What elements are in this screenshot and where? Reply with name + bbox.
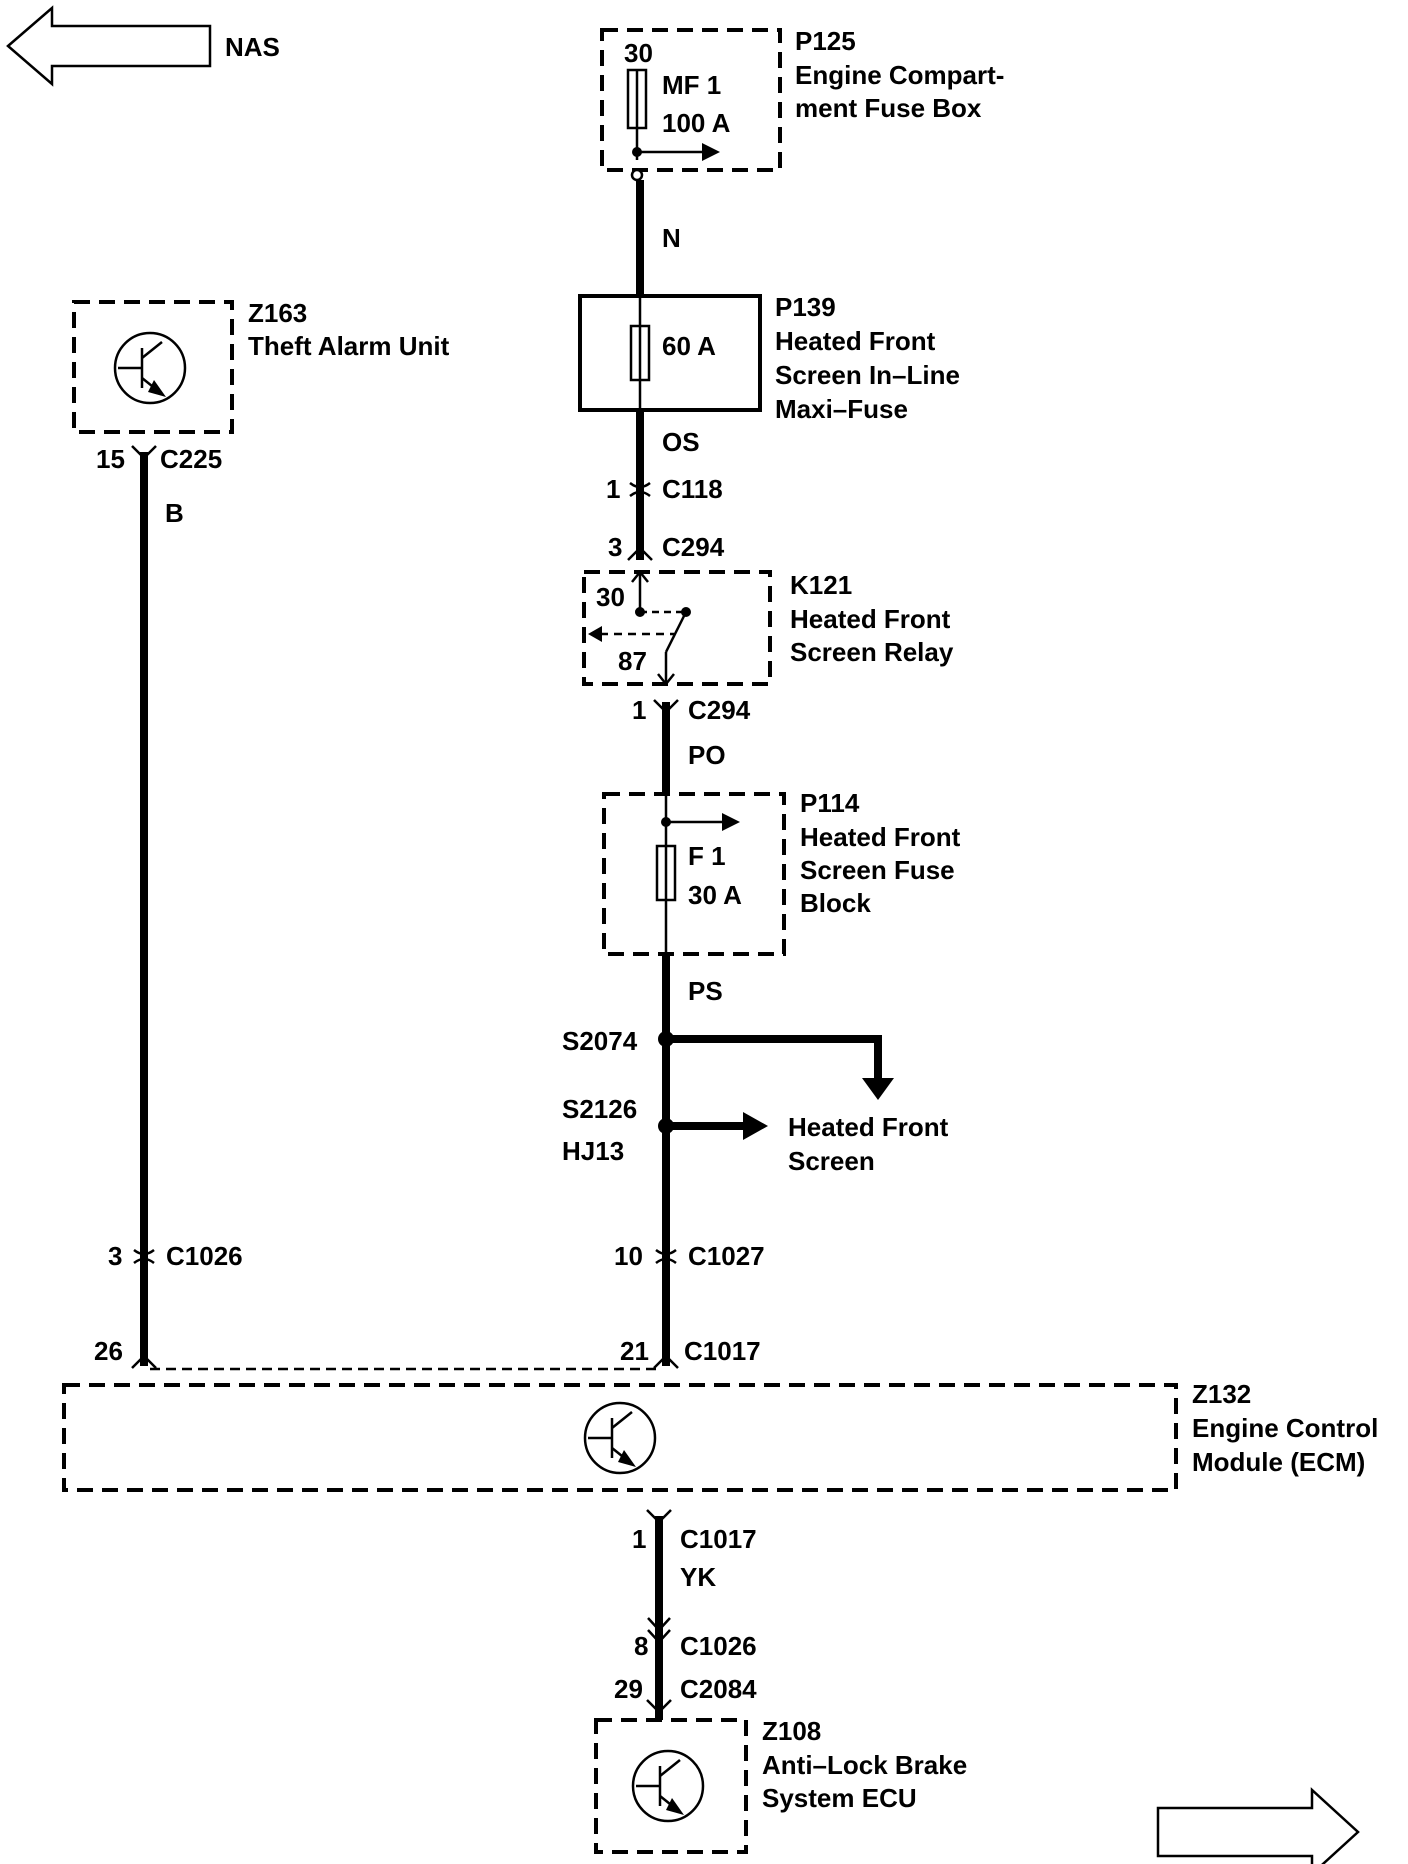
wire-color-ps: PS	[688, 976, 723, 1006]
p139-desc-line2: Screen In–Line	[775, 360, 960, 390]
p125-terminal	[630, 168, 644, 182]
p114-fuse-symbol	[655, 844, 677, 902]
z163-id: Z163	[248, 298, 307, 328]
c1026b-pin: 8	[634, 1631, 648, 1661]
c118-connector-mark	[629, 481, 651, 498]
c1026a-connector-mark	[133, 1248, 155, 1265]
c1026a-name: C1026	[166, 1241, 243, 1271]
c118-name: C118	[662, 474, 723, 504]
wire-color-yk: YK	[680, 1562, 716, 1592]
c294a-name: C294	[662, 532, 725, 562]
c1017a-connector-mark	[653, 1354, 679, 1369]
nav-label-nas: NAS	[225, 32, 280, 62]
k121-pin-a: 30	[596, 582, 625, 612]
p125-desc-line1: Engine Compart-	[795, 60, 1004, 90]
p114-fuse-name: F 1	[688, 841, 726, 871]
c294b-pin: 1	[632, 695, 646, 725]
z108-desc-line1: Anti–Lock Brake	[762, 1750, 967, 1780]
k121-pin-b: 87	[618, 646, 647, 676]
z132-id: Z132	[1192, 1379, 1251, 1409]
p125-fuse-rating: 100 A	[662, 108, 731, 138]
k121-id: K121	[790, 570, 852, 600]
c1017b-name: C1017	[680, 1524, 757, 1554]
wire-color-po: PO	[688, 740, 726, 770]
p139-fuse-rating: 60 A	[662, 331, 716, 361]
c294b-name: C294	[688, 695, 751, 725]
wire-color-n: N	[662, 223, 681, 253]
z163-theft-alarm-box	[72, 300, 234, 434]
z132-ecm-box	[62, 1383, 1178, 1492]
p139-desc-line1: Heated Front	[775, 326, 936, 356]
p139-id: P139	[775, 292, 836, 322]
c1027-connector-mark	[655, 1248, 677, 1265]
p114-id: P114	[800, 788, 860, 818]
c1026b-name: C1026	[680, 1631, 757, 1661]
splice-s2126-label: S2126	[562, 1094, 637, 1124]
p125-id: P125	[795, 26, 856, 56]
c294a-pin: 3	[608, 532, 622, 562]
z108-id: Z108	[762, 1716, 821, 1746]
c1017b-pin: 1	[632, 1524, 646, 1554]
splice-s2074-label: S2074	[562, 1026, 638, 1056]
p125-pin-label: 30	[624, 38, 653, 68]
p114-fuse-block	[602, 792, 786, 956]
dest-heated-front-screen-line2: Screen	[788, 1146, 875, 1176]
c225-pin: 15	[96, 444, 125, 474]
k121-desc-line2: Screen Relay	[790, 637, 954, 667]
c1017a-name: C1017	[684, 1336, 761, 1366]
p139-desc-line3: Maxi–Fuse	[775, 394, 908, 424]
p114-desc-line1: Heated Front	[800, 822, 961, 852]
p125-fuse-name: MF 1	[662, 70, 721, 100]
p114-fuse-rating: 30 A	[688, 880, 742, 910]
z108-transistor-icon	[631, 1749, 705, 1823]
z132-transistor-icon	[583, 1401, 657, 1475]
splice-hj13-label: HJ13	[562, 1136, 624, 1166]
dest-heated-front-screen-line1: Heated Front	[788, 1112, 949, 1142]
z108-abs-ecu-box	[594, 1718, 748, 1854]
nav-arrow-left[interactable]	[6, 5, 212, 87]
c2084-connector-mark	[646, 1699, 672, 1714]
k121-desc-line1: Heated Front	[790, 604, 951, 634]
ecm-left-pin: 26	[94, 1336, 123, 1366]
ecm-left-connector-mark	[131, 1354, 157, 1369]
c2084-pin: 29	[614, 1674, 643, 1704]
c225-name: C225	[160, 444, 222, 474]
z132-desc-line2: Module (ECM)	[1192, 1447, 1365, 1477]
wire-color-b: B	[165, 498, 184, 528]
c118-pin: 1	[606, 474, 620, 504]
nav-arrow-right[interactable]	[1156, 1787, 1360, 1864]
z163-desc-line1: Theft Alarm Unit	[248, 331, 450, 361]
p114-desc-line3: Block	[800, 888, 871, 918]
splice-s2074-branch	[666, 1035, 882, 1080]
c1027-pin: 10	[614, 1241, 643, 1271]
c294a-connector-mark	[627, 546, 653, 561]
p114-desc-line2: Screen Fuse	[800, 855, 955, 885]
z163-transistor-icon	[113, 331, 187, 405]
c1026b-connector-mark	[647, 1617, 671, 1644]
c2084-name: C2084	[680, 1674, 757, 1704]
z108-desc-line2: System ECU	[762, 1783, 917, 1813]
wire-color-os: OS	[662, 427, 700, 457]
c1027-name: C1027	[688, 1241, 765, 1271]
k121-relay-box	[582, 570, 772, 686]
p125-fuse-box	[600, 28, 782, 172]
p125-desc-line2: ment Fuse Box	[795, 93, 982, 123]
c1017a-pin: 21	[620, 1336, 649, 1366]
p139-maxi-fuse-box	[578, 294, 762, 412]
c1026a-pin: 3	[108, 1241, 122, 1271]
z132-desc-line1: Engine Control	[1192, 1413, 1378, 1443]
